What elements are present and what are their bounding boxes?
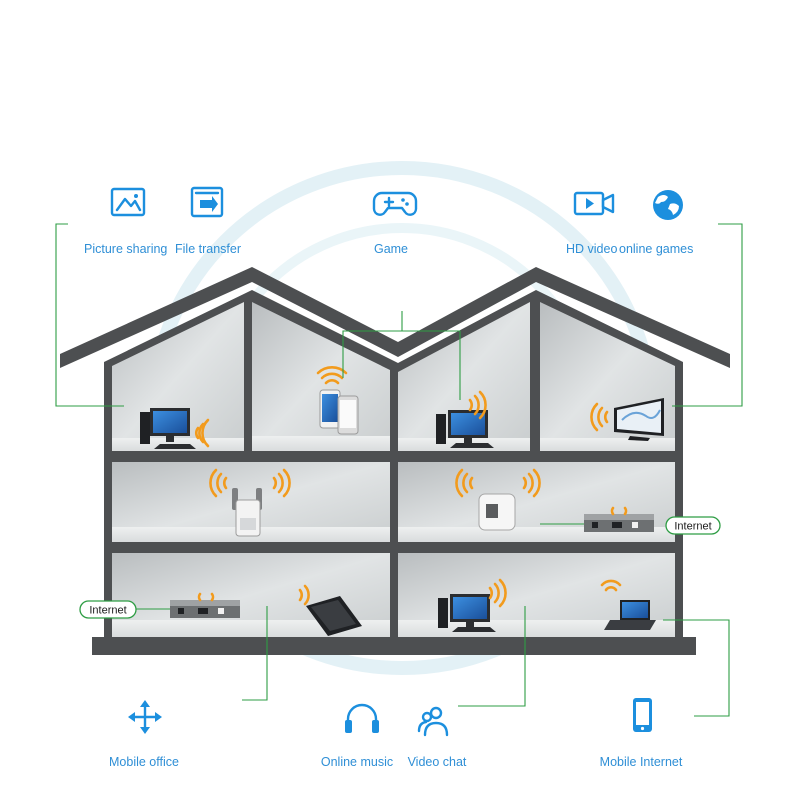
desktop-pc-attic-right xyxy=(436,410,494,448)
connector-online-music xyxy=(458,606,526,707)
house-base xyxy=(92,637,696,655)
bottom-feature-labels: Mobile office Online music Video chat Mo… xyxy=(109,755,683,769)
modem-middle xyxy=(584,514,654,532)
label-game: Game xyxy=(374,242,408,256)
gamepad-icon xyxy=(372,191,418,216)
plug-repeater-middle xyxy=(478,493,516,531)
internet-tag-left-label: Internet xyxy=(89,605,126,617)
label-online-games: online games xyxy=(619,242,693,256)
people-icon xyxy=(417,706,449,737)
label-mobile-internet: Mobile Internet xyxy=(600,755,683,769)
smartphone-icon xyxy=(633,698,652,732)
headphones-icon xyxy=(345,703,379,733)
tv-attic xyxy=(614,398,664,441)
internet-tag-right: Internet xyxy=(665,516,721,535)
label-mobile-office: Mobile office xyxy=(109,755,179,769)
house-body xyxy=(104,290,683,638)
modem-ground xyxy=(170,600,240,618)
internet-tag-left: Internet xyxy=(79,600,137,619)
label-hd-video: HD video xyxy=(566,242,617,256)
laptop-ground xyxy=(604,600,656,630)
desktop-pc-ground xyxy=(438,594,496,632)
room-attic-left-b xyxy=(252,302,390,451)
connector-top-left xyxy=(55,223,124,407)
wifi-waves xyxy=(195,366,628,608)
label-picture-sharing: Picture sharing xyxy=(84,242,167,256)
label-online-music: Online music xyxy=(321,755,393,769)
picture-icon xyxy=(110,187,146,217)
connector-mobile-office xyxy=(242,606,268,701)
move-arrows-icon xyxy=(128,700,162,734)
top-feature-labels: Picture sharing File transfer Game HD vi… xyxy=(84,242,693,256)
room-attic-right-a xyxy=(398,302,530,451)
wifi-repeater-middle xyxy=(232,488,262,537)
globe-icon xyxy=(653,190,683,220)
label-video-chat: Video chat xyxy=(408,755,467,769)
internet-tag-right-label: Internet xyxy=(674,521,711,533)
label-file-transfer: File transfer xyxy=(175,242,241,256)
file-transfer-icon xyxy=(190,186,224,218)
smartphone-attic xyxy=(319,389,359,435)
desktop-pc-attic xyxy=(140,408,196,449)
video-camera-icon xyxy=(573,191,615,216)
connector-mobile-internet xyxy=(663,619,730,717)
house-roof xyxy=(60,267,730,368)
connector-top-right xyxy=(672,223,743,407)
tablet-ground xyxy=(306,596,362,636)
connector-lines xyxy=(55,223,743,717)
